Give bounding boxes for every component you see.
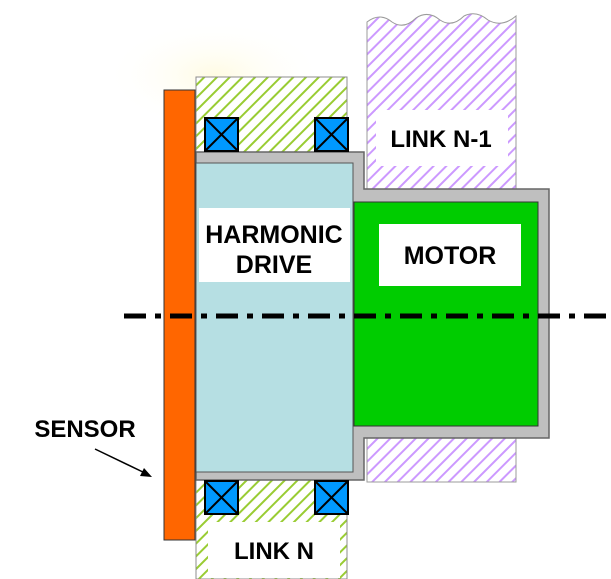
sensor-pointer-arrow: [94, 448, 148, 475]
harmonic-drive-label-line1: HARMONIC: [205, 221, 343, 249]
bearing-top-left-icon: [204, 117, 239, 152]
bearing-bottom-left-icon: [204, 480, 239, 515]
sensor-pointer-arrowhead: [140, 468, 152, 477]
link-n-label-box: [208, 522, 340, 578]
motor-label-box: [379, 224, 521, 286]
link-n-minus-1-lower: [366, 436, 517, 483]
bearing-top-right-icon: [314, 117, 349, 152]
harmonic-drive-label-line2: DRIVE: [236, 251, 312, 279]
link-n-minus-1-label-box: [376, 110, 508, 166]
sensor-label: SENSOR: [34, 416, 135, 443]
bearing-bottom-right-icon: [314, 480, 349, 515]
harmonic-drive-label-box: [199, 208, 350, 282]
link-n-label: LINK N: [234, 538, 314, 565]
motor-label: MOTOR: [404, 242, 497, 270]
link-n-minus-1-label: LINK N-1: [390, 126, 491, 153]
